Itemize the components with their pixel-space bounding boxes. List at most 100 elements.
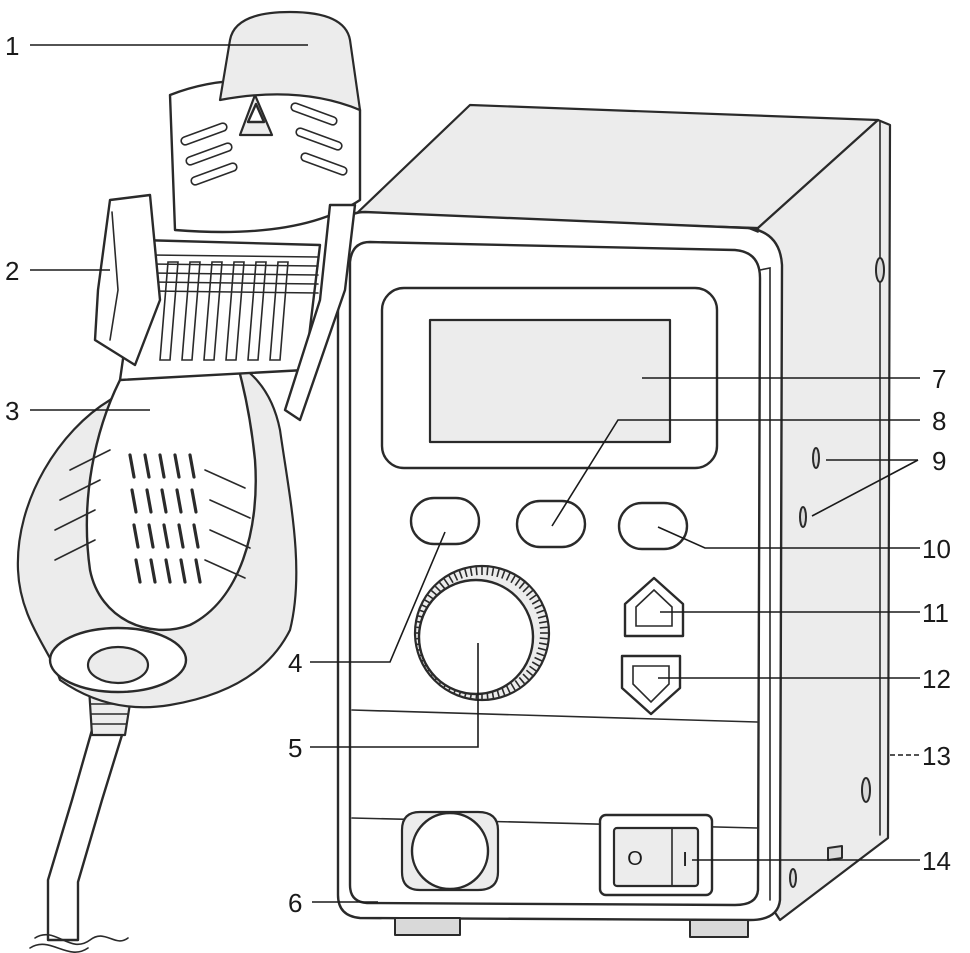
callout-13: 13	[922, 741, 951, 771]
station-body: O I	[336, 103, 892, 938]
callout-11: 11	[922, 598, 949, 628]
callout-2: 2	[5, 256, 19, 286]
handle-holder	[93, 193, 162, 367]
grip-vent-slot	[177, 523, 185, 549]
barrel-vent-slot	[295, 127, 343, 151]
barrel-vent-slot	[180, 122, 228, 146]
knurl-mark	[539, 637, 548, 640]
grip-rib	[204, 559, 246, 579]
barrel-vent-slot	[300, 152, 348, 176]
callout-14: 14	[922, 846, 951, 876]
handle-cable	[46, 728, 124, 942]
grip-vent-slot	[132, 523, 140, 549]
knurl-mark	[458, 570, 463, 579]
barrel-vents	[180, 102, 348, 186]
knurl-mark	[531, 599, 540, 605]
knurl-mark	[514, 680, 521, 688]
callout-9: 9	[932, 446, 946, 476]
grip-vent-slot	[194, 558, 202, 584]
grip-vent-slot	[188, 453, 196, 479]
neck-vents	[149, 254, 319, 361]
neck-vent-slot	[269, 261, 289, 361]
neck-vent-slot	[225, 261, 245, 361]
grip-vent-slot	[173, 453, 181, 479]
grip-vent-slot	[192, 523, 200, 549]
knurl-mark	[538, 620, 548, 624]
grip-rib	[54, 539, 96, 561]
knurl-mark	[505, 685, 511, 694]
callout-4: 4	[288, 648, 302, 678]
callout-3: 3	[5, 396, 19, 426]
knurl-mark	[505, 572, 511, 581]
knurl-mark	[486, 567, 489, 576]
callout-5: 5	[288, 733, 302, 763]
knurl-mark	[537, 647, 546, 651]
grip-rib	[69, 449, 111, 471]
neck-ring	[149, 281, 319, 285]
neck-ring	[149, 272, 319, 276]
grip-rib	[54, 509, 96, 531]
grip-vent-slot	[143, 453, 151, 479]
button-right[interactable]	[617, 501, 689, 551]
button-left[interactable]	[409, 496, 481, 546]
grip-vent-slot	[145, 488, 153, 514]
knurl-mark	[453, 572, 459, 581]
grip-vent-slot	[128, 453, 136, 479]
callout-12: 12	[922, 664, 951, 694]
knurl-mark	[522, 585, 530, 593]
handle-grip-front	[85, 338, 257, 632]
knurl-mark	[536, 652, 545, 657]
callout-10: 10	[922, 534, 951, 564]
knurl-mark	[539, 626, 548, 629]
hot-air-handle	[16, 10, 362, 953]
callout-7: 7	[932, 364, 946, 394]
neck-ring	[149, 263, 319, 267]
grip-vent-slot	[175, 488, 183, 514]
grip-vent-slot	[160, 488, 168, 514]
grip-vent-slot	[162, 523, 170, 549]
neck-vent-slot	[159, 261, 179, 361]
barrel-vent-slot	[190, 162, 238, 186]
knurl-mark	[536, 609, 545, 614]
grip-rib	[209, 499, 251, 519]
knurl-mark	[518, 581, 526, 590]
callouts: 1 2 3 4 5 6 7 8 9 10 11 12 13 14	[5, 31, 951, 918]
up-arrow-button[interactable]	[623, 576, 685, 638]
grip-vent-slot	[130, 488, 138, 514]
callout-6: 6	[288, 888, 302, 918]
down-arrow-button[interactable]	[620, 654, 682, 716]
knurl-mark	[510, 682, 516, 691]
knurl-mark	[510, 575, 516, 584]
nozzle	[218, 10, 362, 112]
switch-on-symbol: I	[682, 849, 688, 871]
side-vent-hole-upper	[812, 447, 820, 469]
knurl-mark	[534, 604, 543, 610]
knurl-mark	[525, 589, 534, 597]
rotary-knob[interactable]	[417, 578, 535, 696]
grip-vents	[54, 449, 251, 584]
knurl-mark	[538, 642, 548, 646]
knurl-mark	[534, 656, 543, 662]
barrel-vent-slot	[185, 142, 233, 166]
foot-back	[827, 845, 843, 861]
button-middle[interactable]	[515, 499, 587, 549]
knurl-mark	[529, 594, 537, 601]
knurl-mark	[475, 567, 478, 576]
grip-vent-slot	[149, 558, 157, 584]
callout-8: 8	[932, 406, 946, 436]
power-switch[interactable]	[612, 826, 700, 888]
foot-left	[394, 917, 461, 936]
switch-off-symbol: O	[627, 848, 643, 870]
side-screw-bottom	[861, 777, 871, 803]
knurl-mark	[501, 570, 506, 579]
grip-vent-slot	[147, 523, 155, 549]
knurl-mark	[434, 585, 442, 593]
grip-vent-slot	[158, 453, 166, 479]
barrel-vent-slot	[290, 102, 338, 126]
neck-vent-slot	[203, 261, 223, 361]
grip-rib	[204, 469, 246, 489]
lcd-display	[428, 318, 672, 444]
grip-rib	[209, 529, 251, 549]
knurl-mark	[514, 578, 521, 586]
